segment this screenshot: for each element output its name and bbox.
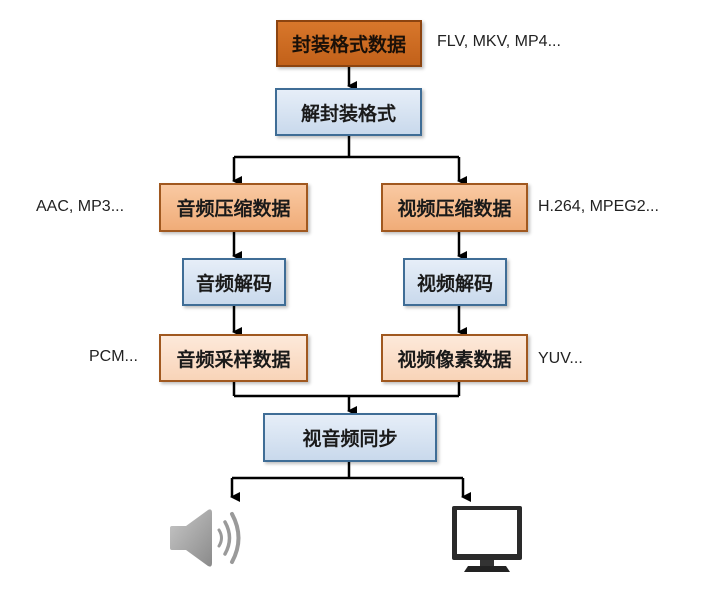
note-container-formats: FLV, MKV, MP4...	[437, 33, 561, 50]
node-video-pixels: 视频像素数据	[381, 334, 528, 382]
node-label: 视频解码	[416, 272, 493, 295]
node-label: 音频压缩数据	[176, 198, 291, 220]
note-video-codecs: H.264, MPEG2...	[538, 198, 659, 215]
node-label: 视频压缩数据	[397, 198, 512, 220]
node-container-data: 封装格式数据	[276, 20, 422, 67]
node-audio-decode: 音频解码	[182, 258, 286, 306]
node-av-sync: 视音频同步	[263, 413, 437, 462]
node-label: 解封装格式	[300, 102, 396, 125]
node-video-compressed: 视频压缩数据	[381, 183, 528, 232]
speaker-icon	[170, 509, 241, 567]
node-label: 音频解码	[195, 272, 272, 295]
node-label: 视频像素数据	[397, 348, 512, 371]
monitor-icon	[452, 506, 522, 572]
node-label: 视音频同步	[302, 428, 398, 450]
note-audio-raw: PCM...	[89, 348, 138, 365]
node-label: 封装格式数据	[291, 34, 406, 56]
node-label: 音频采样数据	[176, 348, 291, 371]
node-audio-samples: 音频采样数据	[159, 334, 308, 382]
note-video-raw: YUV...	[538, 350, 583, 367]
node-audio-compressed: 音频压缩数据	[159, 183, 308, 232]
node-demux: 解封装格式	[275, 88, 422, 136]
node-video-decode: 视频解码	[403, 258, 507, 306]
note-audio-codecs: AAC, MP3...	[36, 198, 125, 215]
